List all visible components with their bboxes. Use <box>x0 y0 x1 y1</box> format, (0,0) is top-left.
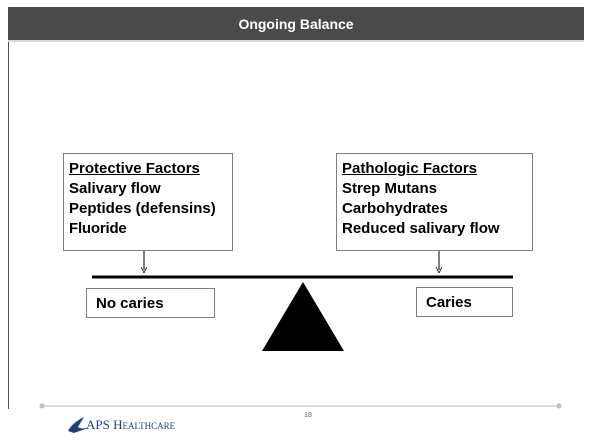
protective-factor-item: Salivary flow <box>69 180 161 197</box>
caries-label: Caries <box>426 293 472 311</box>
protective-factors-heading: Protective Factors <box>69 160 200 177</box>
slide-left-border <box>8 42 9 409</box>
pathologic-factors-heading: Pathologic Factors <box>342 160 478 177</box>
footer-rule-right-dot <box>556 403 562 409</box>
slide-title: Ongoing Balance <box>238 15 354 32</box>
protective-factors-box: Protective Factors Salivary flow Peptide… <box>63 153 233 251</box>
no-caries-label: No caries <box>96 294 164 312</box>
caries-box: Caries <box>416 287 513 317</box>
pathologic-factor-item: Reduced salivary flow <box>342 220 500 237</box>
logo-swoosh-icon <box>68 417 88 433</box>
pathologic-factor-item: Carbohydrates <box>342 200 448 217</box>
page-number: 18 <box>304 412 312 419</box>
pathologic-factors-box: Pathologic Factors Strep Mutans Carbohyd… <box>336 153 533 251</box>
no-caries-box: No caries <box>86 288 215 318</box>
footer-rule-left-dot <box>39 403 45 409</box>
protective-factor-item: Peptides (defensins) <box>69 200 216 217</box>
fulcrum-triangle <box>262 282 344 351</box>
logo-text-a: APS H <box>86 417 123 432</box>
protective-factor-item: Fluoride <box>69 220 127 237</box>
logo-text-b: EALTHCARE <box>122 421 176 431</box>
slide-title-bar: Ongoing Balance <box>8 7 584 42</box>
pathologic-factor-item: Strep Mutans <box>342 180 438 197</box>
slide: Ongoing Balance Protective Factors Saliv… <box>8 7 584 439</box>
aps-healthcare-logo: APS HEALTHCARE <box>86 417 175 433</box>
